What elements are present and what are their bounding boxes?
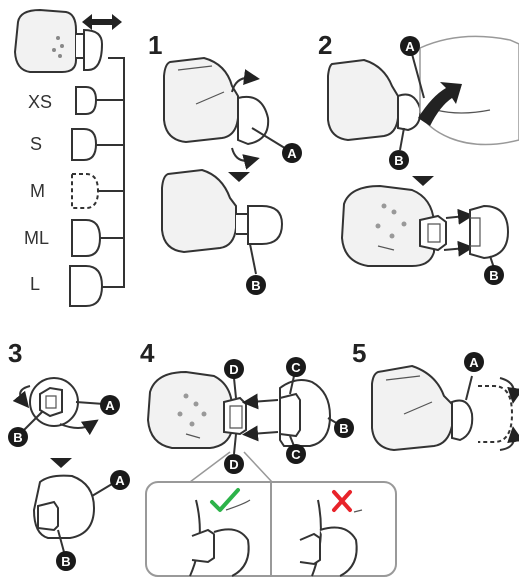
nozzle-icon: [419, 214, 447, 252]
callout-a: A: [464, 352, 484, 372]
callout-c: C: [286, 444, 306, 464]
callout-b: B: [484, 265, 504, 285]
rotate-arrow-icon: [499, 377, 519, 404]
callout-a: A: [282, 143, 302, 163]
down-arrow-icon: [412, 176, 434, 186]
svg-text:A: A: [469, 355, 479, 370]
callout-c: C: [286, 357, 306, 377]
svg-text:D: D: [229, 457, 238, 472]
tip-core-icon: [279, 392, 301, 438]
step-3: 3 A B A B: [8, 338, 130, 571]
svg-text:C: C: [291, 360, 301, 375]
ear-tip-icon: [451, 399, 474, 442]
step-3-number: 3: [8, 338, 22, 368]
cross-icon: [332, 490, 352, 512]
callout-d: D: [224, 454, 244, 474]
rotate-arrow-icon: [59, 419, 99, 436]
callout-a: A: [100, 395, 120, 415]
size-bracket: [108, 57, 125, 288]
svg-text:A: A: [287, 146, 297, 161]
svg-text:D: D: [229, 362, 238, 377]
callout-b: B: [246, 275, 266, 295]
earbud-round-icon: [146, 370, 233, 449]
earbud-body-icon: [371, 364, 453, 452]
step-1-number: 1: [148, 30, 162, 60]
callout-a: A: [110, 470, 130, 490]
tip-core-icon: [39, 386, 63, 418]
svg-text:A: A: [115, 473, 125, 488]
svg-text:B: B: [339, 421, 348, 436]
double-arrow-icon: [82, 14, 122, 30]
svg-text:A: A: [405, 39, 415, 54]
tip-ml-icon: [71, 219, 102, 257]
callout-d: D: [224, 359, 244, 379]
ear-tip-icon: [247, 205, 284, 245]
rotate-arrow-icon: [499, 426, 519, 451]
down-arrow-icon: [228, 172, 250, 182]
rotate-arrow-icon: [12, 385, 31, 409]
size-label-l: L: [30, 274, 40, 294]
callout-b: B: [8, 427, 28, 447]
pull-arrow-icon: [418, 82, 462, 126]
tip-core-icon: [37, 500, 59, 532]
tip-xs-icon: [75, 86, 98, 115]
callout-a: A: [400, 36, 420, 56]
size-chart: XS S M ML L: [13, 8, 125, 307]
step-4-number: 4: [140, 338, 155, 368]
ear-tip-icon: [397, 93, 422, 132]
size-label-ml: ML: [24, 228, 49, 248]
hand-icon: [419, 35, 519, 146]
step-5-number: 5: [352, 338, 366, 368]
tip-placement-outline: [478, 385, 514, 443]
tip-m-icon: [71, 173, 100, 209]
svg-text:B: B: [13, 430, 22, 445]
size-s: S: [30, 128, 124, 161]
ear-tip-icon: [237, 96, 270, 146]
step-5: 5 A: [352, 338, 519, 452]
size-l: L: [30, 265, 124, 307]
svg-text:C: C: [291, 447, 301, 462]
earbud-round-icon: [340, 184, 435, 267]
earbud-body-icon: [327, 58, 399, 142]
svg-text:B: B: [251, 278, 260, 293]
rotate-arrow-icon: [231, 147, 260, 170]
size-m: M: [30, 173, 124, 209]
callout-b: B: [389, 150, 409, 170]
earbud-body-icon: [163, 56, 239, 144]
size-label-m: M: [30, 181, 45, 201]
svg-text:B: B: [61, 554, 70, 569]
incorrect-fit-example: [299, 490, 363, 577]
svg-text:A: A: [105, 398, 115, 413]
earbud-body-icon: [161, 168, 237, 254]
callout-b: B: [56, 551, 76, 571]
rotate-arrow-icon: [231, 69, 260, 93]
tip-s-icon: [71, 128, 98, 161]
step-1: 1 A B: [148, 30, 302, 295]
earbud-with-tip-icon: [13, 8, 104, 73]
tip-l-icon: [69, 265, 104, 307]
svg-text:B: B: [489, 268, 498, 283]
down-arrow-icon: [50, 458, 72, 468]
size-label-s: S: [30, 134, 42, 154]
size-xs: XS: [28, 86, 124, 115]
step-2-number: 2: [318, 30, 332, 60]
correct-fit-example: [189, 488, 251, 577]
size-ml: ML: [24, 219, 124, 257]
ear-tip-icon: [469, 204, 510, 260]
size-label-xs: XS: [28, 92, 52, 112]
nozzle-icon: [236, 213, 249, 235]
step-2: 2 A B: [318, 30, 519, 285]
check-icon: [210, 488, 240, 512]
step-4: 4 D D C: [140, 338, 397, 577]
svg-text:B: B: [394, 153, 403, 168]
callout-b: B: [334, 418, 354, 438]
